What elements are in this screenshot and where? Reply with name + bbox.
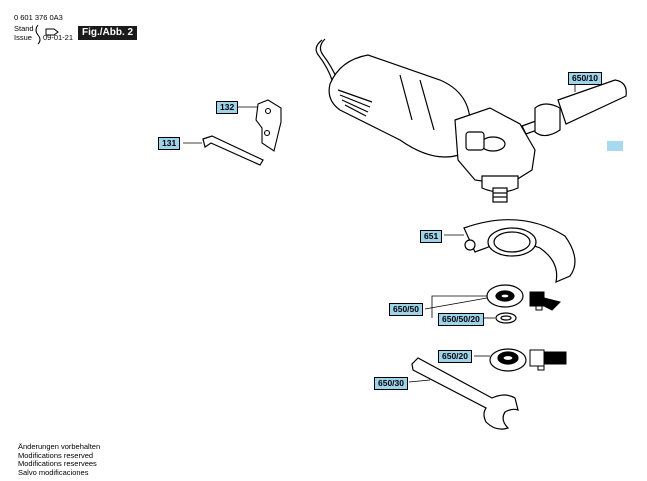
callout-132: 132 [216, 101, 239, 114]
callout-651: 651 [420, 230, 443, 243]
hex-key-131 [202, 135, 264, 166]
color-swatch [607, 141, 623, 151]
wheel-guard-651 [463, 219, 576, 284]
figure-label: Fig./Abb. 2 [78, 26, 138, 40]
issue-date: 09-01-21 [43, 33, 74, 42]
callout-131: 131 [158, 137, 181, 150]
detail-icon-upper [529, 291, 561, 311]
detail-icon-lower [529, 349, 567, 371]
callout-650-10: 650/10 [568, 72, 602, 85]
callout-650-30: 650/30 [374, 377, 408, 390]
part-number: 0 601 376 0A3 [14, 13, 63, 22]
spanner-650-30 [411, 357, 519, 430]
footer-line-fr: Modifications reservees [18, 459, 97, 468]
stand-issue-symbol [35, 24, 59, 45]
bracket-132 [255, 99, 282, 152]
footer-notes: Änderungen vorbehalten Modifications res… [18, 442, 101, 477]
side-handle-650-10 [521, 79, 627, 137]
footer-line-en: Modifications reserved [18, 450, 94, 460]
footer-line-de: Änderungen vorbehalten [18, 442, 101, 451]
gear-head [454, 107, 536, 203]
callout-650-50-20: 650/50/20 [438, 313, 484, 326]
power-cord [315, 38, 338, 81]
issue-label: Issue [14, 33, 32, 42]
footer-line-es: Salvo modificaciones [18, 467, 89, 477]
stand-label: Stand [14, 24, 34, 33]
callout-650-50: 650/50 [389, 303, 423, 316]
callout-650-20: 650/20 [438, 350, 472, 363]
angle-grinder-body [328, 54, 471, 158]
clamping-nut-650-20 [489, 348, 527, 372]
flange-650-50 [486, 284, 524, 324]
